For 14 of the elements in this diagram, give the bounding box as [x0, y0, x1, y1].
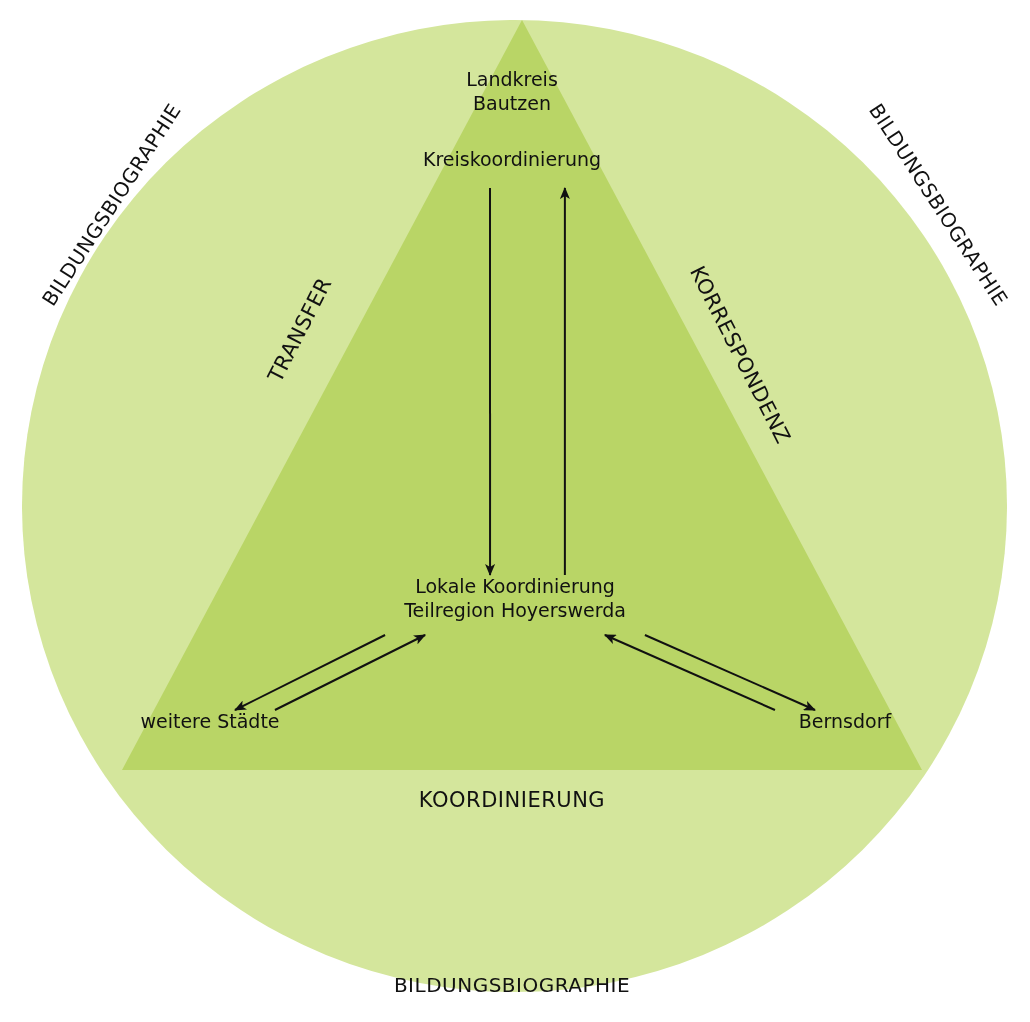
node-label: Bernsdorf [797, 710, 893, 734]
arrow [559, 187, 570, 576]
arrow [603, 634, 776, 711]
arrow [643, 634, 816, 711]
circle-background [22, 20, 1007, 992]
node-label: Lokale Koordinierung Teilregion Hoyerswerda [403, 575, 627, 623]
arrow [485, 187, 496, 576]
circle-label: BILDUNGSBIOGRAPHIE [393, 972, 631, 998]
node-heading: Landkreis Bautzen [465, 68, 559, 116]
node-label: Kreiskoordinierung [421, 148, 603, 172]
side-label: KOORDINIERUNG [418, 786, 606, 814]
node-label: weitere Städte [139, 710, 281, 734]
arrow [234, 634, 387, 711]
arrow [273, 634, 427, 711]
